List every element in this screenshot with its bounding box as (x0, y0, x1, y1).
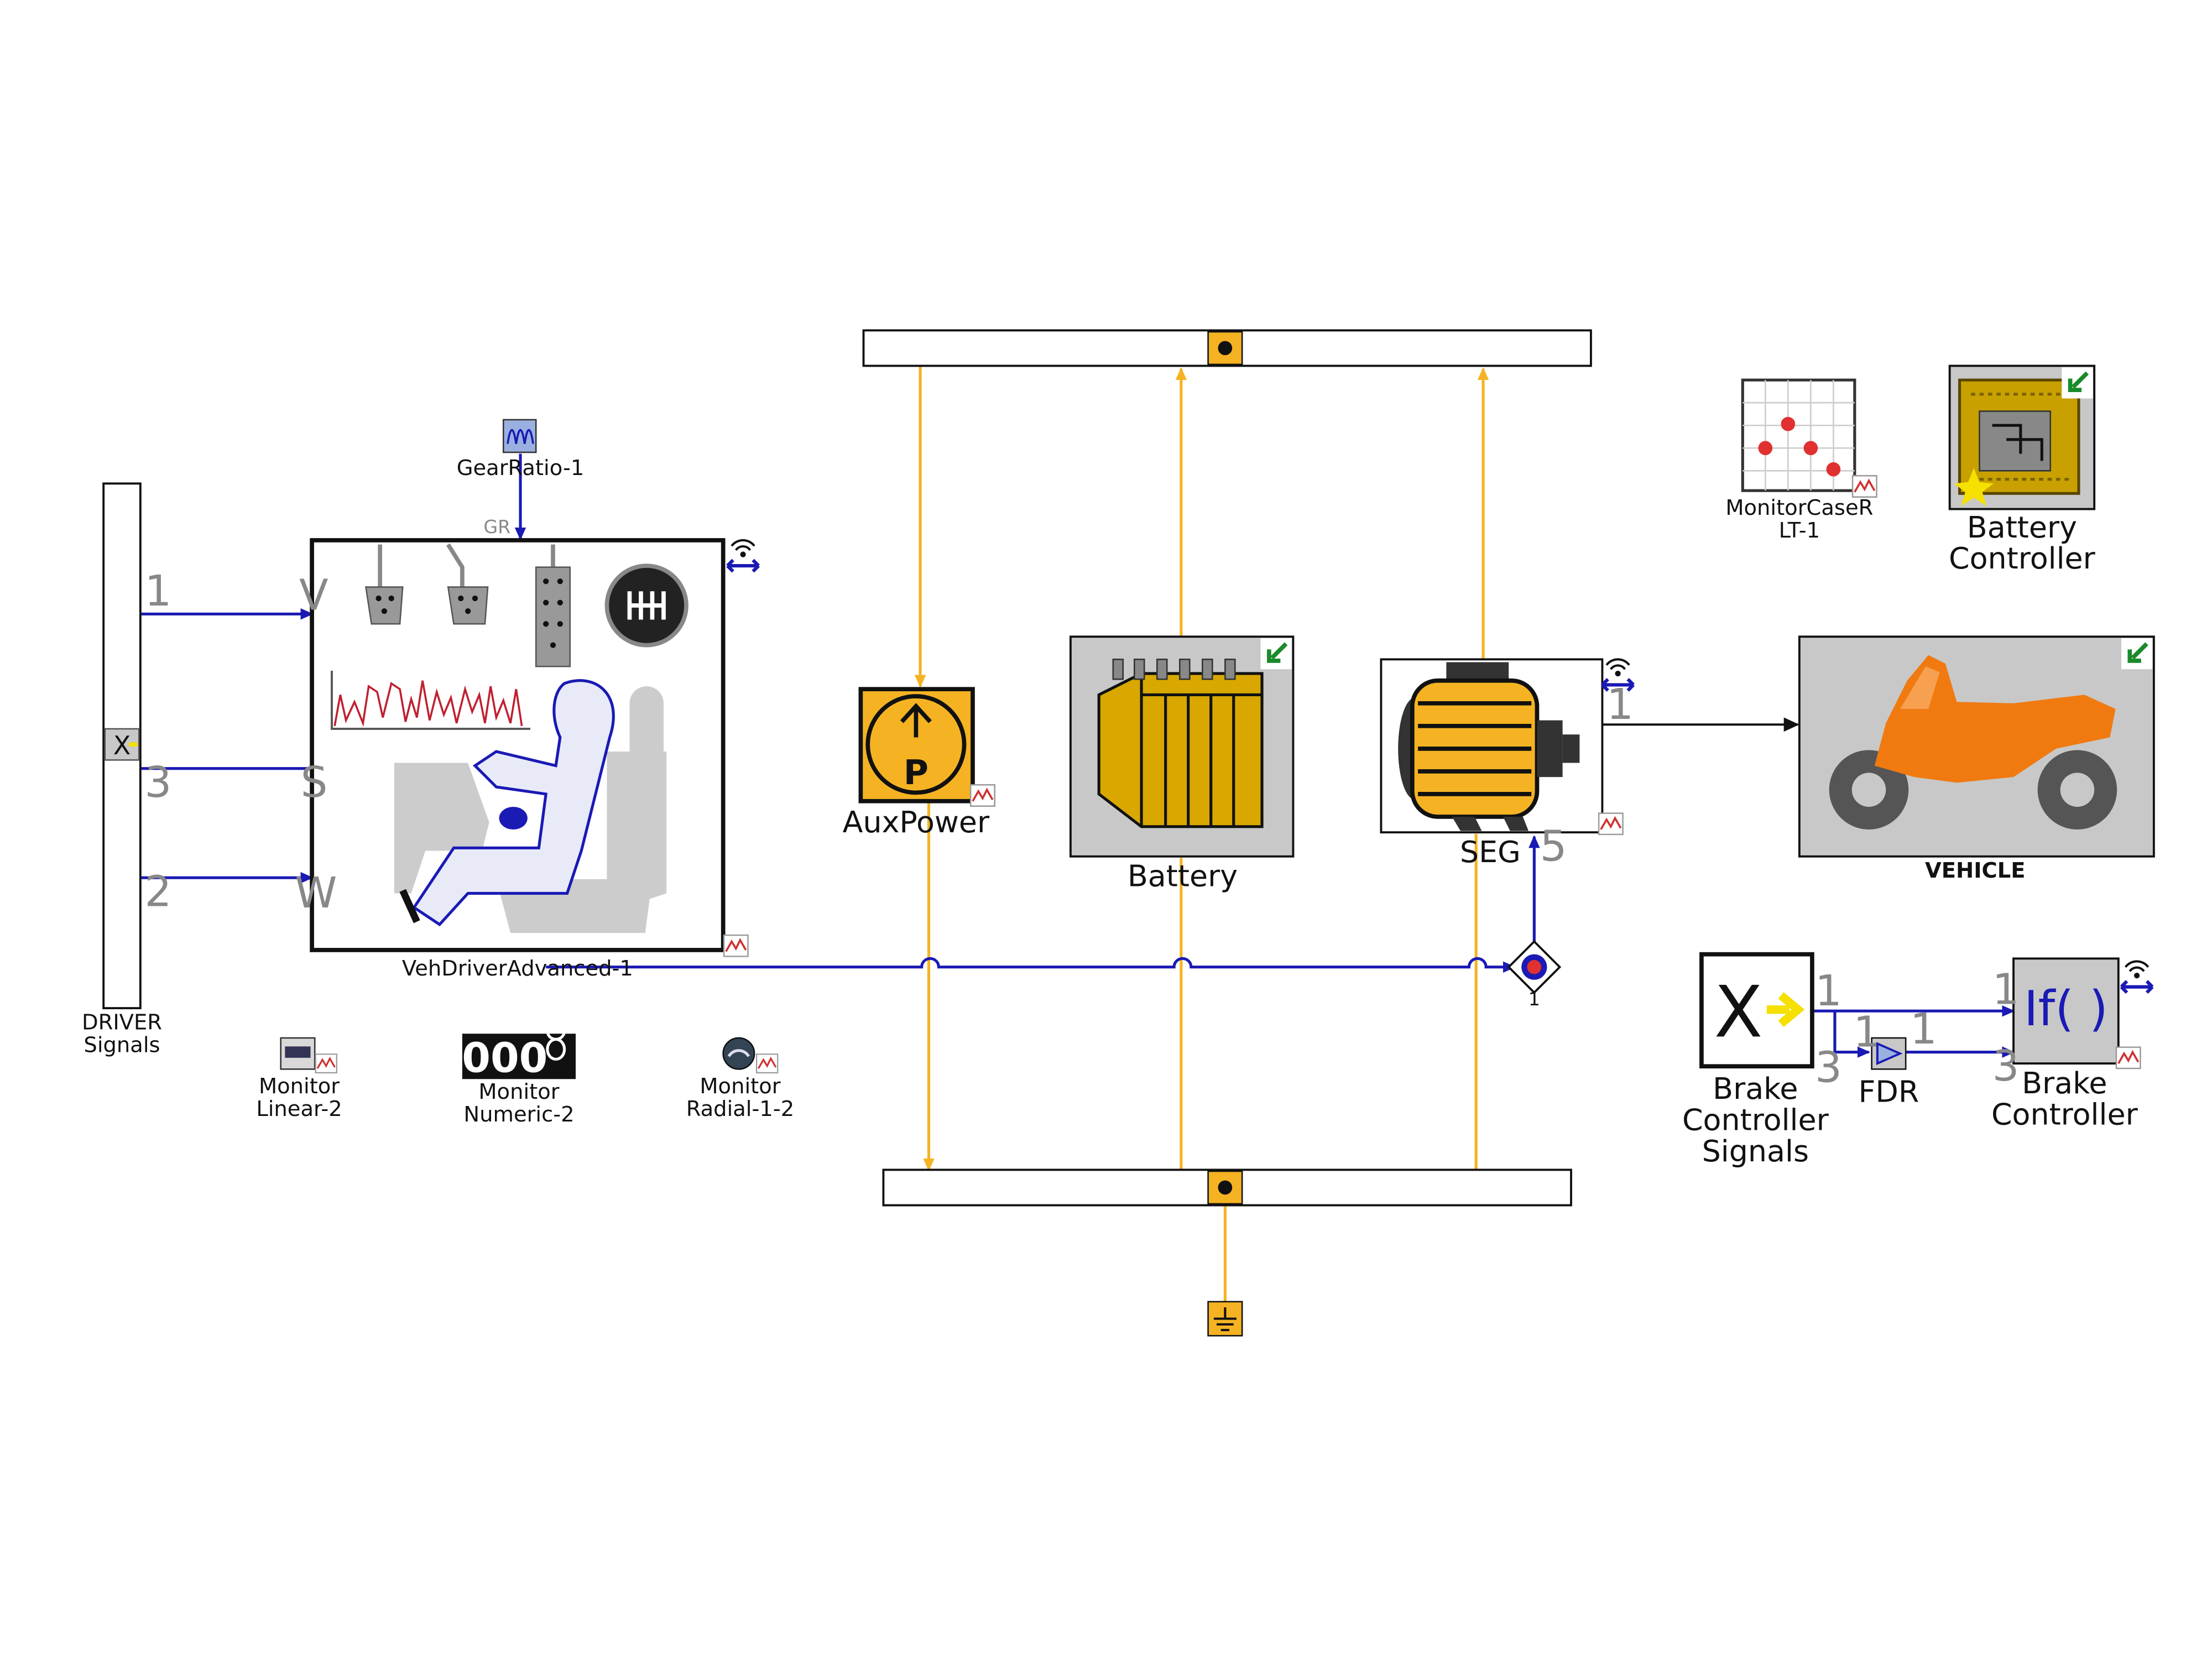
battery-block[interactable] (1069, 635, 1295, 858)
ground-icon[interactable] (1207, 1301, 1243, 1337)
gearshift-icon (604, 564, 688, 648)
veh-driver-port: W (295, 869, 337, 918)
fdr-block[interactable]: 1 1 (1853, 1005, 1937, 1070)
brake-signals-block[interactable]: X 1 3 (1699, 952, 1842, 1093)
battery-label: Battery (1128, 859, 1238, 894)
driver-signals-symbol: X (113, 731, 131, 760)
monitor-numeric-label: Numeric-2 (463, 1102, 574, 1127)
veh-driver-port: V (299, 571, 328, 620)
driver-signals-label: Signals (84, 1033, 160, 1058)
fdr-port-out: 1 (1910, 1005, 1937, 1054)
gear-ratio-label: GearRatio-1 (457, 456, 585, 481)
aux-power-symbol: P (904, 753, 928, 792)
battery-controller-block[interactable] (1948, 364, 2096, 510)
brake-signals-label: Controller (1682, 1103, 1829, 1138)
driver-signals-port: 2 (145, 867, 172, 916)
brake-signals-label: Brake (1713, 1071, 1798, 1106)
brake-signals-port: 3 (1815, 1043, 1842, 1092)
plot-icon[interactable] (969, 784, 996, 807)
monitor-radial-label: Monitor (700, 1074, 780, 1099)
brake-controller-label: Brake (2022, 1066, 2107, 1100)
monitor-linear-label: Linear-2 (256, 1097, 342, 1121)
driver-signals-block[interactable]: X 1 3 2 (102, 482, 172, 1009)
bottom-bus-bar[interactable] (882, 1168, 1572, 1207)
seg-port-in: 5 (1540, 822, 1567, 871)
top-bus-bar[interactable] (862, 329, 1592, 367)
pedal-icon (365, 543, 571, 667)
gear-ratio-port: GR (483, 516, 510, 538)
veh-driver-label: VehDriverAdvanced-1 (402, 956, 633, 981)
plot-icon[interactable] (2115, 1046, 2141, 1070)
wireless-icon[interactable] (2121, 961, 2152, 992)
brake-controller-port: 3 (1992, 1042, 2020, 1091)
brake-controller-port: 1 (1992, 965, 2020, 1014)
monitor-case-block[interactable] (1741, 378, 1877, 498)
star-icon (1954, 468, 1994, 507)
brake-controller-block[interactable]: If( ) 1 3 (1992, 957, 2141, 1091)
veh-driver-block[interactable]: V S W (295, 538, 726, 952)
monitor-radial-label: Radial-1-2 (686, 1097, 794, 1121)
plot-icon[interactable] (755, 1053, 779, 1074)
wireless-icon[interactable] (727, 540, 758, 571)
brake-signals-label: Signals (1702, 1134, 1809, 1168)
wireless-icon[interactable] (1602, 659, 1633, 690)
brake-controller-label: Controller (1991, 1097, 2138, 1131)
vehicle-label: VEHICLE (1925, 858, 2026, 883)
import-arrow-icon[interactable] (1260, 638, 1291, 669)
driver-signals-port: 1 (145, 567, 172, 616)
electric-connections (914, 366, 1489, 1302)
monitor-linear-label: Monitor (259, 1074, 340, 1099)
motorcycle-icon (1874, 655, 2116, 783)
monitor-numeric-label: Monitor (478, 1079, 559, 1104)
driver-signals-label: DRIVER (82, 1010, 162, 1035)
signal-connections (140, 453, 2015, 1058)
battery-controller-label: Battery (1967, 510, 2077, 545)
brake-signals-symbol: X (1714, 971, 1763, 1053)
monitor-radial-block[interactable] (722, 1037, 779, 1074)
driver-figure-icon (394, 679, 667, 933)
monitor-linear-block[interactable] (280, 1037, 338, 1074)
plot-icon[interactable] (723, 934, 749, 957)
battery-controller-label: Controller (1949, 541, 2096, 576)
monitor-numeric-display: 000 (462, 1034, 547, 1082)
fdr-label: FDR (1858, 1074, 1919, 1109)
aux-power-block[interactable]: P (858, 687, 996, 807)
monitor-case-label: LT-1 (1779, 518, 1820, 543)
import-arrow-icon[interactable] (2121, 638, 2152, 669)
brake-signals-port: 1 (1815, 967, 1842, 1016)
plot-icon[interactable] (315, 1053, 338, 1074)
plot-icon[interactable] (1851, 474, 1877, 498)
import-arrow-icon[interactable] (2062, 367, 2093, 398)
gear-ratio-block[interactable] (502, 419, 537, 453)
junction-port: 1 (1528, 988, 1540, 1010)
speed-profile-icon (331, 670, 530, 730)
fdr-port-in: 1 (1853, 1008, 1880, 1057)
monitor-case-label: MonitorCaseR (1725, 495, 1873, 520)
veh-driver-port: S (301, 758, 328, 807)
plot-icon[interactable] (1598, 812, 1624, 836)
monitor-numeric-block[interactable]: 000 (462, 1021, 576, 1082)
brake-controller-symbol: If( ) (2024, 980, 2108, 1037)
driver-signals-port: 3 (145, 758, 172, 807)
aux-power-label: AuxPower (843, 805, 990, 839)
vehicle-block[interactable] (1798, 635, 2155, 858)
seg-label: SEG (1460, 834, 1521, 869)
junction-block[interactable]: 1 (1507, 940, 1562, 1010)
